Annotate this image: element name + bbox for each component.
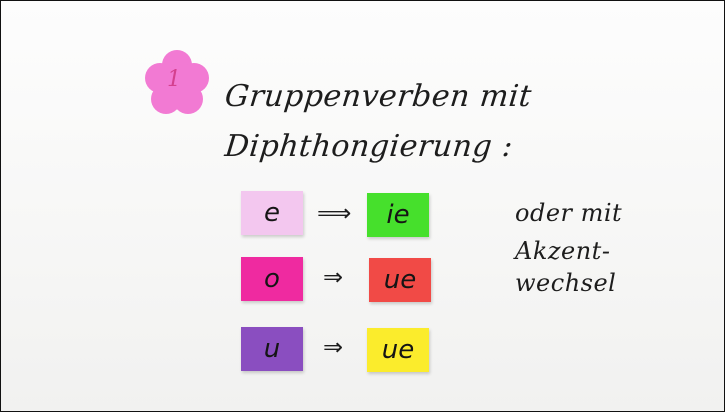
section-number: 1: [167, 66, 181, 92]
side-note-line-1: oder mit: [515, 199, 623, 227]
note-from-u: u: [241, 327, 303, 371]
note-to-ie: ie: [367, 193, 429, 237]
note-from-e: e: [241, 191, 303, 235]
flower-icon: [145, 50, 209, 114]
side-note-line-2: Akzent-: [515, 237, 611, 265]
pink-flower-sticker: 1: [142, 48, 212, 118]
note-to-ue-red: ue: [369, 258, 431, 302]
title-line-1: Gruppenverben mit: [223, 79, 534, 114]
arrow-row-1: ⟹: [317, 199, 352, 227]
note-to-ue-yellow: ue: [367, 328, 429, 372]
note-from-o: o: [241, 257, 303, 301]
side-note-line-3: wechsel: [515, 269, 617, 297]
arrow-row-3: ⇒: [323, 333, 344, 361]
arrow-row-2: ⇒: [323, 263, 344, 291]
title-line-2: Diphthongierung :: [223, 129, 515, 164]
